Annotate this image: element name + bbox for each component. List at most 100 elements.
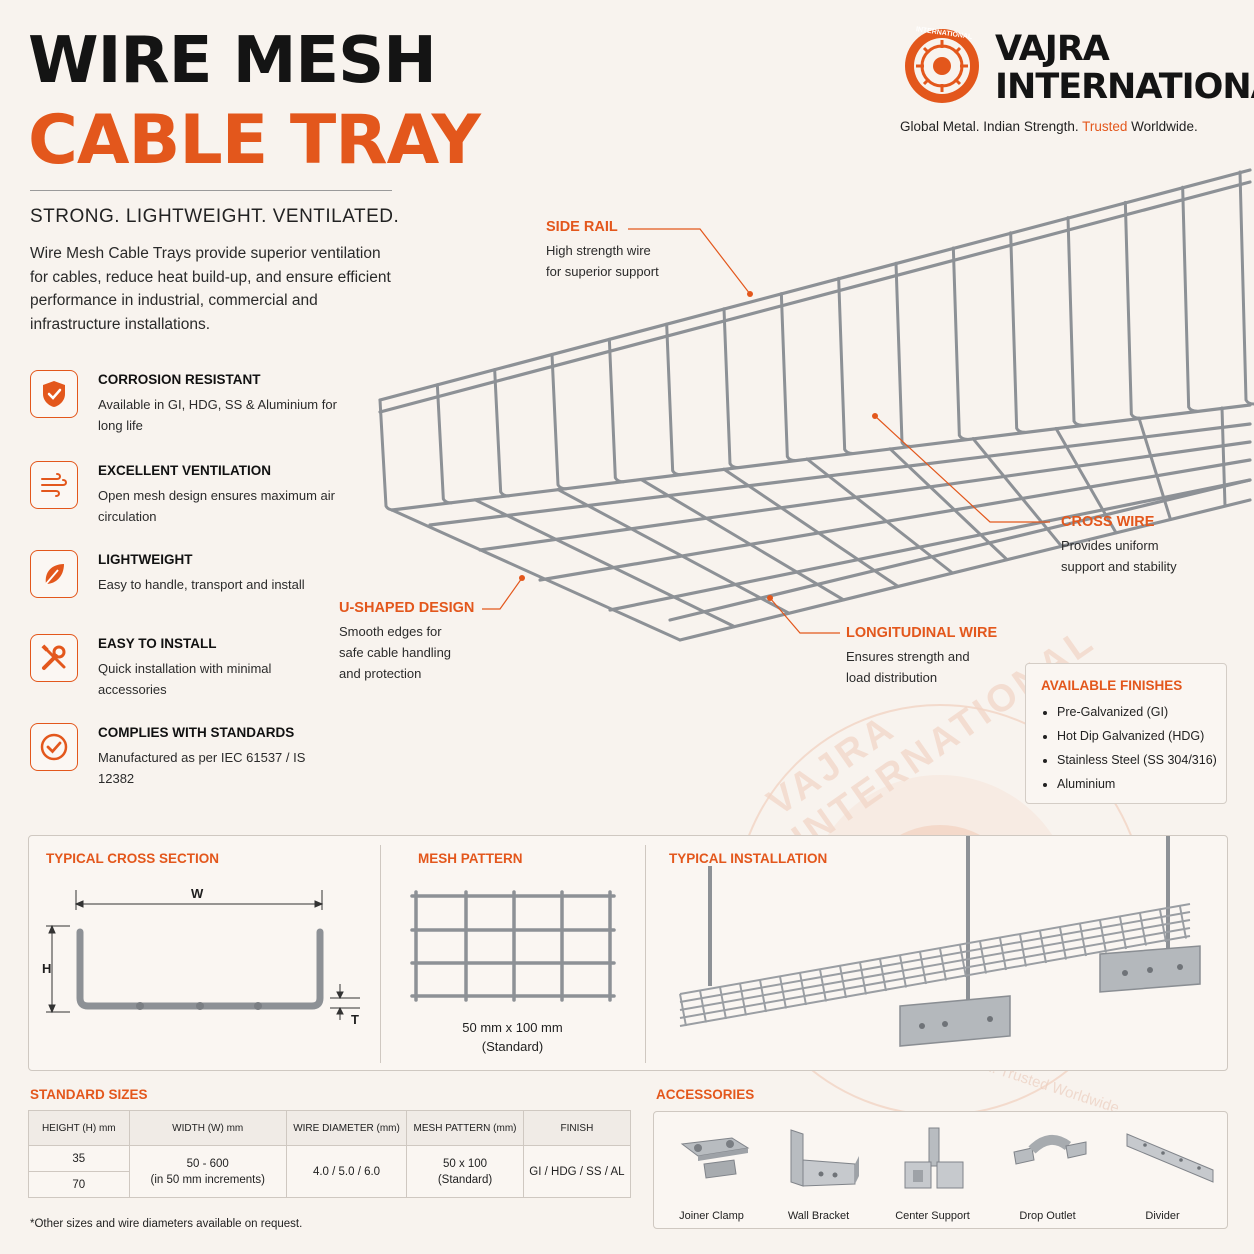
divider-icon xyxy=(1126,1133,1214,1183)
feature-title: EXCELLENT VENTILATION xyxy=(98,463,272,478)
height-35: 35 xyxy=(28,1145,130,1172)
accessory-label: Wall Bracket xyxy=(787,1210,850,1222)
feature-title: COMPLIES WITH STANDARDS xyxy=(98,725,295,740)
mesh-caption-line: (Standard) xyxy=(481,1039,544,1054)
brand-tagline-c: Worldwide. xyxy=(1131,119,1198,134)
panel-divider xyxy=(645,845,646,1063)
mesh-pattern-caption: 50 mm x 100 mm (Standard) xyxy=(390,1018,635,1056)
callout-longitudinal: LONGITUDINAL WIRE Ensures strength and l… xyxy=(846,625,997,688)
callout-line: Provides uniform xyxy=(1061,538,1159,553)
finish-item: Aluminium xyxy=(1057,772,1217,796)
callout-u-shaped: U-SHAPED DESIGN Smooth edges for safe ca… xyxy=(339,600,474,684)
callout-line: and protection xyxy=(339,666,422,681)
mesh-standard: (Standard) xyxy=(437,1173,493,1186)
col-wire: WIRE DIAMETER (mm) xyxy=(285,1110,408,1146)
feature-title: CORROSION RESISTANT xyxy=(98,372,261,387)
cross-section-diagram xyxy=(46,890,360,1020)
title-line-2: CABLE TRAY xyxy=(28,101,481,180)
feature-desc: Quick installation with minimal accessor… xyxy=(98,661,272,697)
accessory-wall-bracket: Wall Bracket xyxy=(761,1112,876,1230)
finishes-title: AVAILABLE FINISHES xyxy=(1041,678,1183,693)
center-support-icon xyxy=(904,1127,964,1189)
title-divider xyxy=(30,190,392,191)
accessory-joiner-clamp: Joiner Clamp xyxy=(654,1112,769,1230)
feature-desc: Manufactured as per IEC 61537 / IS 12382 xyxy=(98,750,306,786)
callout-line: Ensures strength and xyxy=(846,649,970,664)
feature-standards: COMPLIES WITH STANDARDS Manufactured as … xyxy=(30,723,360,786)
callout-line: safe cable handling xyxy=(339,645,452,660)
height-70: 70 xyxy=(28,1171,130,1198)
finish-item: Hot Dip Galvanized (HDG) xyxy=(1057,724,1217,748)
tagline: STRONG. LIGHTWEIGHT. VENTILATED. xyxy=(30,206,400,227)
callout-title: LONGITUDINAL WIRE xyxy=(846,625,998,641)
cable-tray-illustration xyxy=(378,168,1254,642)
accessory-drop-outlet: Drop Outlet xyxy=(990,1112,1105,1230)
col-mesh: MESH PATTERN (mm) xyxy=(406,1110,524,1146)
brand-tagline-a: Global Metal. Indian Strength. xyxy=(900,119,1079,134)
available-finishes: AVAILABLE FINISHES Pre-Galvanized (GI) H… xyxy=(1025,663,1227,804)
brand-name: VAJRA INTERNATIONAL xyxy=(995,30,1254,106)
sizes-note: *Other sizes and wire diameters availabl… xyxy=(30,1218,303,1230)
accessory-divider: Divider xyxy=(1105,1112,1220,1230)
accessory-label: Center Support xyxy=(895,1210,970,1222)
finish-item: Stainless Steel (SS 304/316) xyxy=(1057,748,1217,772)
accessory-label: Joiner Clamp xyxy=(679,1210,744,1222)
dimension-h: H xyxy=(42,961,52,976)
width-cell: 50 - 600 (in 50 mm increments) xyxy=(128,1145,287,1198)
finish-cell: GI / HDG / SS / AL xyxy=(522,1145,632,1198)
brand-tagline: Global Metal. Indian Strength. Trusted W… xyxy=(900,119,1198,134)
dimension-w: W xyxy=(191,886,204,901)
callout-line: High strength wire xyxy=(546,243,651,258)
standard-sizes-table: HEIGHT (H) mm WIDTH (W) mm WIRE DIAMETER… xyxy=(28,1110,632,1198)
mesh-pattern-title: MESH PATTERN xyxy=(418,851,523,866)
brand-line-1: VAJRA xyxy=(995,29,1110,69)
feature-desc: Available in GI, HDG, SS & Aluminium for… xyxy=(98,397,337,433)
drop-outlet-icon xyxy=(1013,1135,1087,1165)
accessories-title: ACCESSORIES xyxy=(656,1087,755,1102)
callout-cross-wire: CROSS WIRE Provides uniform support and … xyxy=(1061,514,1177,577)
width-range: 50 - 600 xyxy=(186,1157,229,1170)
title-line-1: WIRE MESH xyxy=(28,24,437,98)
tools-icon xyxy=(30,634,78,682)
diagram-panel xyxy=(28,835,1228,1071)
accessory-label: Divider xyxy=(1145,1210,1180,1222)
finishes-list: Pre-Galvanized (GI) Hot Dip Galvanized (… xyxy=(1041,700,1217,796)
accessory-center-support: Center Support xyxy=(875,1112,990,1230)
panel-divider xyxy=(380,845,381,1063)
feature-install: EASY TO INSTALL Quick installation with … xyxy=(30,634,360,697)
finish-item: Pre-Galvanized (GI) xyxy=(1057,700,1217,724)
feature-corrosion: CORROSION RESISTANT Available in GI, HDG… xyxy=(30,370,360,433)
callout-line: Smooth edges for xyxy=(339,624,442,639)
callout-side-rail: SIDE RAIL High strength wire for superio… xyxy=(546,219,659,282)
brand-tagline-trusted: Trusted xyxy=(1082,119,1128,134)
callout-title: SIDE RAIL xyxy=(546,219,618,235)
dimension-t: T xyxy=(351,1012,359,1027)
accessory-label: Drop Outlet xyxy=(1019,1210,1076,1222)
intro-text: Wire Mesh Cable Trays provide superior v… xyxy=(30,245,391,333)
leaf-icon xyxy=(30,550,78,598)
callout-title: U-SHAPED DESIGN xyxy=(339,600,475,616)
wire-cell: 4.0 / 5.0 / 6.0 xyxy=(285,1145,408,1198)
joiner-clamp-icon xyxy=(680,1137,750,1179)
feature-desc: Easy to handle, transport and install xyxy=(98,577,305,592)
width-increment: (in 50 mm increments) xyxy=(150,1173,265,1186)
wind-icon xyxy=(30,461,78,509)
callout-line: for superior support xyxy=(546,264,659,279)
installation-illustration xyxy=(679,836,1201,1047)
mesh-pattern-diagram xyxy=(410,890,616,1002)
accessories-panel: Joiner Clamp Wall Bracket Center Support… xyxy=(653,1111,1228,1229)
feature-title: LIGHTWEIGHT xyxy=(98,552,193,567)
check-circle-icon xyxy=(30,723,78,771)
feature-desc: Open mesh design ensures maximum air cir… xyxy=(98,488,335,524)
feature-title: EASY TO INSTALL xyxy=(98,636,217,651)
wall-bracket-icon xyxy=(790,1129,859,1187)
brand-line-2: INTERNATIONAL xyxy=(995,67,1254,107)
feature-ventilation: EXCELLENT VENTILATION Open mesh design e… xyxy=(30,461,360,524)
col-height: HEIGHT (H) mm xyxy=(28,1110,130,1146)
cross-section-title: TYPICAL CROSS SECTION xyxy=(46,851,220,866)
col-width: WIDTH (W) mm xyxy=(128,1110,287,1146)
mesh-size: 50 x 100 xyxy=(442,1157,488,1170)
brand-logo xyxy=(905,29,979,103)
standard-sizes-title: STANDARD SIZES xyxy=(30,1087,148,1102)
mesh-caption-line: 50 mm x 100 mm xyxy=(462,1020,563,1035)
